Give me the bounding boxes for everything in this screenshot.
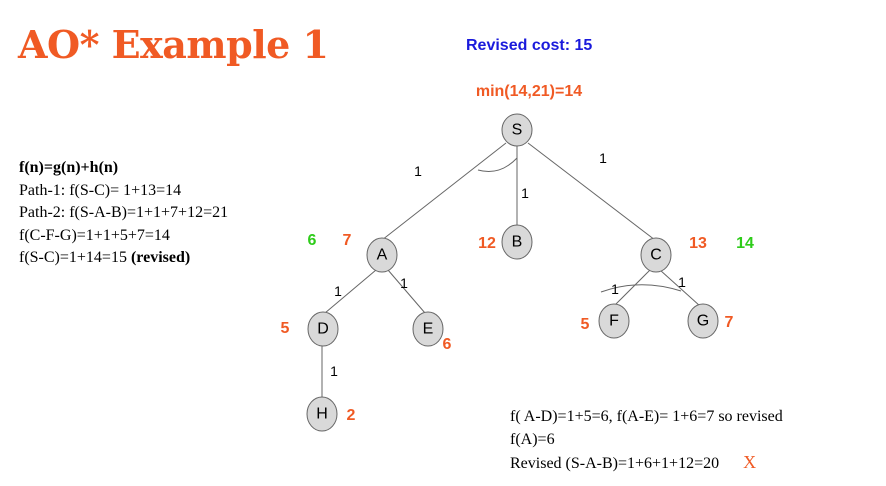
edge-label-s-c: 1	[599, 150, 607, 166]
cost-f: 5	[581, 316, 590, 333]
edge-c-f	[613, 269, 651, 307]
edge-label-c-g: 1	[678, 274, 686, 290]
edge-label-d-h: 1	[330, 363, 338, 379]
svg-text:F: F	[609, 313, 619, 330]
root-cost-label: min(14,21)=14	[476, 83, 582, 100]
formula-line-3: Path-2: f(S-A-B)=1+1+7+12=21	[19, 204, 229, 221]
formula-line-2: Path-1: f(S-C)= 1+13=14	[19, 181, 182, 199]
node-s: S	[501, 113, 533, 147]
svg-text:S: S	[512, 122, 523, 139]
svg-text:E: E	[423, 321, 434, 338]
cost-e: 6	[443, 336, 452, 353]
and-arc-c	[600, 284, 682, 293]
edge-a-e	[387, 269, 426, 314]
edge-label-a-e: 1	[400, 275, 408, 291]
svg-text:A: A	[377, 247, 388, 264]
node-c: C	[640, 237, 672, 273]
cost-h: 2	[347, 407, 356, 424]
formula-line-5: f(S-C)=1+14=15 (revised)	[19, 249, 191, 266]
node-f: F	[598, 303, 630, 339]
formula-block: f(n)=g(n)+h(n) Path-1: f(S-C)= 1+13=14 P…	[19, 157, 228, 270]
cost-d: 5	[281, 320, 290, 337]
edge-label-s-a: 1	[414, 163, 422, 179]
svg-text:H: H	[316, 406, 328, 423]
edge-label-a-d: 1	[334, 283, 342, 299]
node-h: H	[306, 396, 338, 432]
svg-text:G: G	[697, 313, 709, 330]
node-b: B	[501, 224, 533, 260]
svg-text:D: D	[317, 321, 329, 338]
edge-c-g	[659, 269, 701, 307]
edge-a-d	[324, 269, 377, 314]
formula-line-1: f(n)=g(n)+h(n)	[19, 159, 119, 176]
revised-cost: Revised cost: 15	[466, 37, 593, 54]
formula-line-4: f(C-F-G)=1+1+5+7=14	[19, 226, 170, 244]
cost-c: 13	[689, 235, 707, 252]
cost-c-revised: 14	[736, 235, 754, 252]
node-a: A	[366, 237, 398, 273]
cost-b: 12	[478, 235, 496, 252]
edge-s-c	[527, 142, 656, 241]
edge-label-s-b: 1	[521, 185, 529, 201]
cost-a: 7	[343, 232, 352, 249]
cost-a-revised: 6	[308, 232, 317, 249]
svg-text:B: B	[512, 234, 523, 251]
node-g: G	[687, 303, 719, 339]
and-arc-s	[477, 157, 518, 172]
cost-g: 7	[725, 314, 734, 331]
revision-note-line-2: f(A)=6	[510, 430, 555, 448]
revision-note-line-1: f( A-D)=1+5=6, f(A-E)= 1+6=7 so revised	[510, 408, 783, 425]
page-title: AO* Example 1	[18, 22, 329, 67]
revision-note: f( A-D)=1+5=6, f(A-E)= 1+6=7 so revised …	[510, 406, 783, 476]
svg-text:C: C	[650, 247, 662, 264]
node-d: D	[307, 311, 339, 347]
edge-s-a	[381, 142, 507, 241]
cross-mark: X	[743, 452, 757, 472]
node-e: E	[412, 311, 444, 347]
edge-label-c-f: 1	[611, 281, 619, 297]
